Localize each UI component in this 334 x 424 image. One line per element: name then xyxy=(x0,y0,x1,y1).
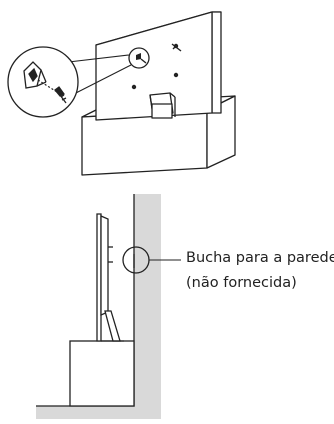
callout-label: Bucha para a parede xyxy=(186,250,334,266)
wall-anchor-icon xyxy=(23,61,47,89)
wall-side-view xyxy=(36,194,181,419)
screw-icon xyxy=(54,86,67,104)
callout-note: (não fornecida) xyxy=(186,275,297,291)
floor xyxy=(36,406,161,419)
screw-icon xyxy=(171,43,182,52)
tv-panel-side xyxy=(96,213,109,342)
hole-lower-left xyxy=(131,84,137,90)
tv-stand-leg xyxy=(101,310,124,342)
hole-lower-right xyxy=(173,72,179,78)
cabinet-side xyxy=(69,340,135,407)
wall xyxy=(134,194,161,419)
zoom-detail-circle xyxy=(7,46,79,118)
tv-rear-view xyxy=(81,11,236,176)
screw-hole-icon xyxy=(136,53,141,60)
tv-panel xyxy=(95,11,222,121)
highlight-circle-small xyxy=(128,47,150,69)
tv-stand-neck xyxy=(149,92,176,119)
wall-anchor-icon xyxy=(108,246,113,263)
